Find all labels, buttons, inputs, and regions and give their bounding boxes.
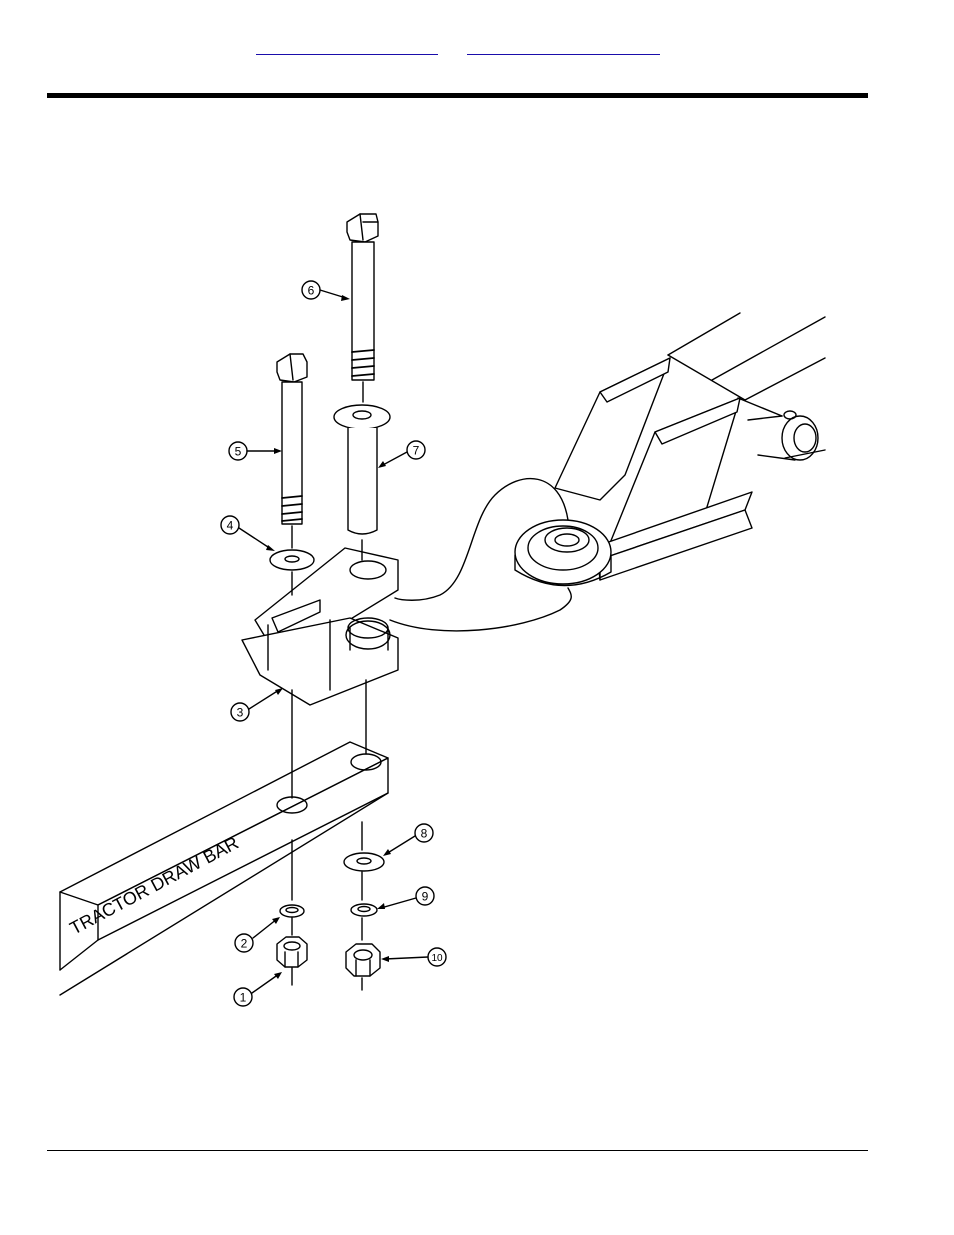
callout-8: 8 (383, 824, 433, 856)
svg-text:2: 2 (241, 937, 248, 951)
callout-1: 1 (234, 972, 282, 1006)
svg-text:7: 7 (413, 444, 420, 458)
clevis-bracket (242, 548, 398, 705)
callout-9: 9 (377, 887, 434, 909)
svg-text:8: 8 (421, 827, 428, 841)
callout-3: 3 (231, 688, 283, 721)
svg-text:9: 9 (422, 890, 429, 904)
nut-1 (277, 937, 307, 967)
svg-text:1: 1 (240, 991, 247, 1005)
bushing-7 (334, 405, 390, 560)
nut-10 (346, 944, 380, 976)
callout-5: 5 (229, 442, 282, 460)
svg-text:10: 10 (431, 953, 443, 964)
svg-text:4: 4 (227, 519, 234, 533)
tractor-draw-bar: TRACTOR DRAW BAR (60, 742, 388, 995)
svg-text:5: 5 (235, 445, 242, 459)
lock-washer-2 (280, 905, 304, 917)
bolt-6 (347, 214, 378, 402)
lock-washer-9 (351, 904, 377, 916)
callout-2: 2 (235, 917, 280, 952)
svg-text:3: 3 (237, 706, 244, 720)
footer-divider (47, 1150, 868, 1151)
callout-10: 10 (381, 948, 446, 966)
callout-6: 6 (302, 281, 350, 301)
callout-7: 7 (378, 441, 425, 468)
callout-4: 4 (221, 516, 275, 551)
svg-text:6: 6 (308, 284, 315, 298)
washer-8 (344, 853, 384, 871)
hitch-arm (515, 313, 825, 586)
